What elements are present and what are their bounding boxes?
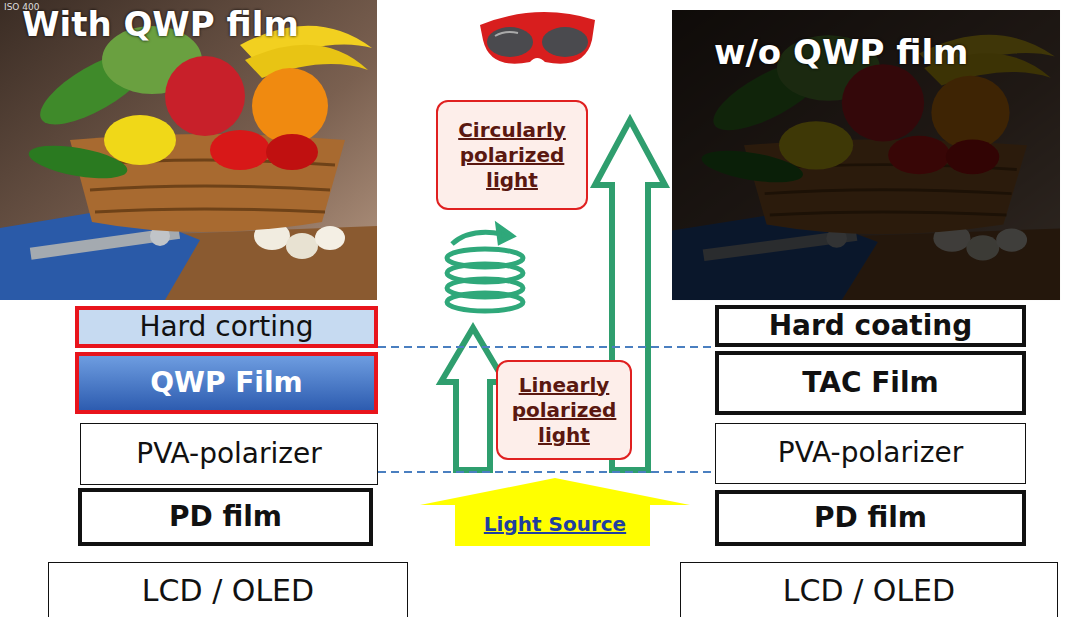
node-text: LCD / OLED: [783, 574, 955, 607]
node-text: PD film: [814, 503, 927, 534]
node-text: PD film: [169, 502, 282, 533]
fruit-photo: [0, 0, 377, 300]
fruit-photo-dark: [672, 10, 1060, 300]
film-layer: Hard corting: [75, 306, 378, 348]
spiral-icon: [447, 226, 523, 311]
node-text: w/o QWP film: [714, 32, 968, 73]
film-layer: TAC Film: [715, 351, 1026, 415]
film-layer: PD film: [715, 490, 1026, 546]
node-text: Hard coating: [769, 311, 973, 342]
node-text: Circularly polarized light: [444, 118, 580, 193]
node-text: PVA-polarizer: [778, 438, 963, 469]
watermark-label: ISO 400: [4, 3, 40, 12]
node-text: With QWP film: [22, 4, 299, 45]
display-panel: LCD / OLED: [680, 562, 1058, 617]
node-text: QWP Film: [150, 368, 302, 399]
node-text: LCD / OLED: [142, 574, 314, 607]
node-text: TAC Film: [802, 368, 938, 399]
display-panel: LCD / OLED: [48, 562, 408, 617]
node-text: Light Source: [484, 512, 626, 536]
arrow-fill: [420, 478, 690, 546]
callout-box: Circularly polarized light: [436, 100, 588, 210]
film-layer: PVA-polarizer: [80, 423, 378, 485]
photo-panel: With QWP film: [0, 0, 377, 300]
sunglasses-icon: [480, 12, 595, 64]
photo-panel: w/o QWP film: [672, 10, 1060, 300]
film-layer: Hard coating: [715, 305, 1026, 347]
film-layer: PD film: [78, 488, 373, 546]
layer-guide-lines: [378, 347, 715, 472]
callout-box: Linearly polarized light: [496, 360, 632, 460]
light-source-arrow: Light Source: [420, 478, 690, 546]
node-text: Hard corting: [139, 312, 313, 343]
film-layer: PVA-polarizer: [715, 423, 1026, 484]
film-layer: QWP Film: [75, 352, 378, 414]
node-text: Linearly polarized light: [504, 373, 624, 448]
node-text: PVA-polarizer: [136, 439, 321, 470]
